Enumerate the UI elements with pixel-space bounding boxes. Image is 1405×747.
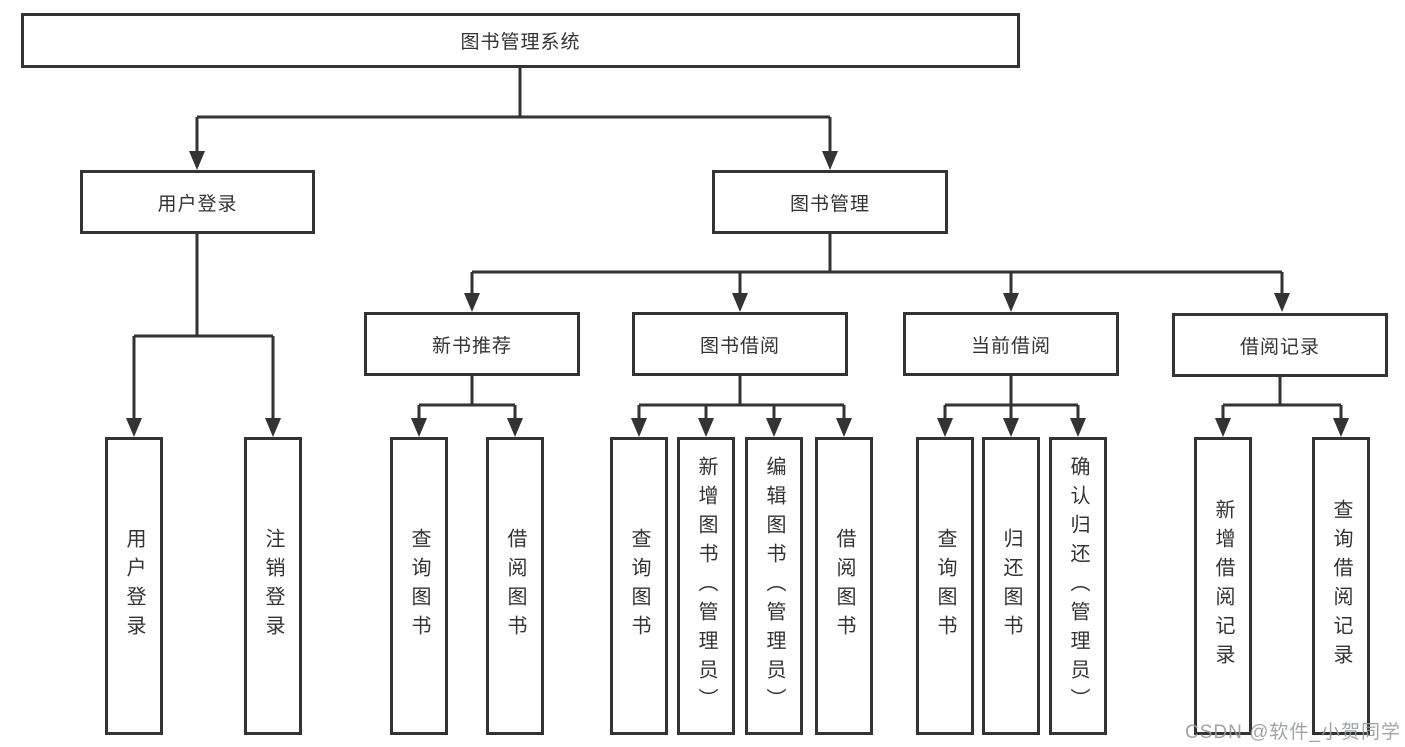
leaf-label: 新增借阅记录 bbox=[1212, 499, 1234, 673]
arrow-icon bbox=[1333, 418, 1349, 437]
connector-root-split bbox=[195, 68, 832, 156]
leaf-borrowing-edit-books: 编辑图书（管理员） bbox=[745, 437, 803, 735]
leaf-current-confirm-return: 确认归还（管理员） bbox=[1049, 437, 1107, 735]
leaf-records-add-record: 新增借阅记录 bbox=[1194, 437, 1252, 735]
arrow-icon bbox=[1215, 418, 1231, 437]
node-borrowing-records: 借阅记录 bbox=[1172, 313, 1388, 377]
arrow-icon bbox=[766, 418, 782, 437]
arrow-icon bbox=[1003, 418, 1019, 437]
leaf-borrowing-borrow-books: 借阅图书 bbox=[815, 437, 873, 735]
arrow-icon bbox=[1274, 293, 1290, 312]
leaf-label: 用户登录 bbox=[123, 528, 145, 644]
node-user-login-group: 用户登录 bbox=[80, 170, 315, 234]
leaf-label: 借阅图书 bbox=[833, 528, 855, 644]
arrow-icon bbox=[265, 418, 281, 437]
node-book-management: 图书管理 bbox=[712, 170, 948, 234]
leaf-label: 借阅图书 bbox=[504, 528, 526, 644]
node-library-system: 图书管理系统 bbox=[21, 13, 1020, 68]
leaf-user-logout: 注销登录 bbox=[244, 437, 302, 735]
leaf-label: 查询图书 bbox=[628, 528, 650, 644]
connector-recommend-split bbox=[417, 376, 517, 423]
leaf-borrowing-query-books: 查询图书 bbox=[610, 437, 668, 735]
leaf-user-login: 用户登录 bbox=[105, 437, 163, 735]
arrow-icon bbox=[189, 151, 205, 170]
arrow-icon bbox=[698, 418, 714, 437]
connector-login-split bbox=[132, 234, 275, 423]
connector-records-split bbox=[1221, 377, 1343, 423]
leaf-label: 查询图书 bbox=[934, 528, 956, 644]
csdn-watermark: CSDN @软件_小贺同学 bbox=[1185, 722, 1401, 743]
arrow-icon bbox=[126, 418, 142, 437]
arrow-icon bbox=[822, 151, 838, 170]
leaf-recommend-borrow-books: 借阅图书 bbox=[486, 437, 544, 735]
node-new-book-recommend: 新书推荐 bbox=[364, 312, 580, 376]
arrow-icon bbox=[631, 418, 647, 437]
connector-current-split bbox=[943, 376, 1080, 423]
leaf-label: 查询图书 bbox=[408, 528, 430, 644]
leaf-current-query-books: 查询图书 bbox=[916, 437, 974, 735]
leaf-label: 新增图书（管理员） bbox=[695, 455, 717, 717]
arrow-icon bbox=[732, 293, 748, 312]
arrow-icon bbox=[1070, 418, 1086, 437]
node-book-borrowing: 图书借阅 bbox=[632, 312, 848, 376]
leaf-recommend-query-books: 查询图书 bbox=[390, 437, 448, 735]
leaf-label: 编辑图书（管理员） bbox=[763, 455, 785, 717]
leaf-current-return-books: 归还图书 bbox=[982, 437, 1040, 735]
leaf-borrowing-add-books: 新增图书（管理员） bbox=[677, 437, 735, 735]
connector-bookmgmt-split bbox=[470, 234, 1284, 297]
leaf-records-query-record: 查询借阅记录 bbox=[1312, 437, 1370, 735]
arrow-icon bbox=[411, 418, 427, 437]
arrow-icon bbox=[507, 418, 523, 437]
leaf-label: 归还图书 bbox=[1000, 528, 1022, 644]
arrow-icon bbox=[1003, 293, 1019, 312]
node-current-borrowing: 当前借阅 bbox=[903, 312, 1119, 376]
leaf-label: 注销登录 bbox=[262, 528, 284, 644]
arrow-icon bbox=[937, 418, 953, 437]
leaf-label: 确认归还（管理员） bbox=[1067, 455, 1089, 717]
leaf-label: 查询借阅记录 bbox=[1330, 499, 1352, 673]
connector-borrowing-split bbox=[637, 376, 846, 423]
arrow-icon bbox=[464, 293, 480, 312]
arrow-icon bbox=[836, 418, 852, 437]
